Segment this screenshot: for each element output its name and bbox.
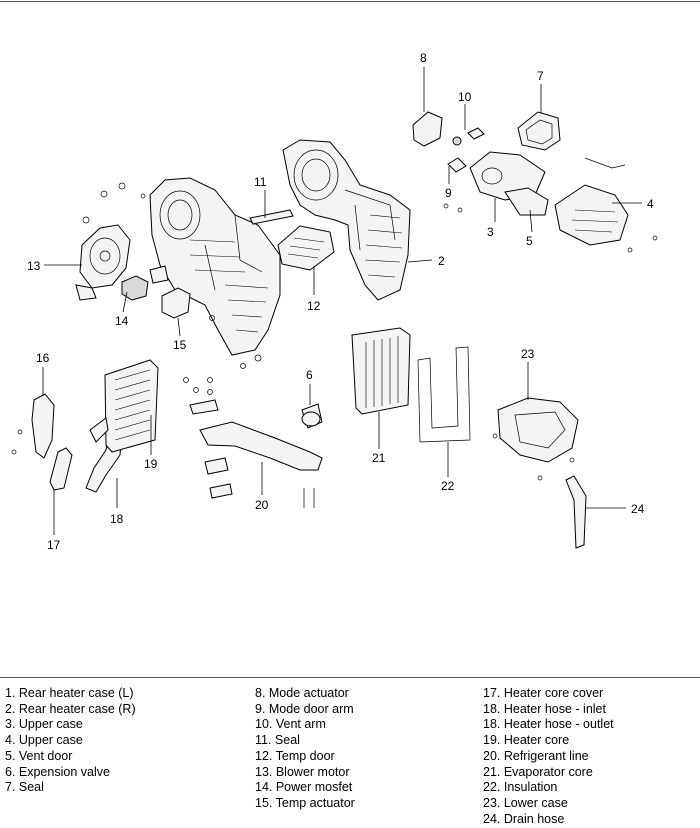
callout-24: 24 [631,502,645,516]
vent-arm [452,127,485,146]
callout-8: 8 [420,51,427,65]
legend-item: 23. Lower case [483,795,568,810]
legend-item: 21. Evaporator core [483,764,593,779]
callout-9: 9 [445,186,452,200]
seal-7 [517,111,561,151]
exploded-diagram: 8 7 10 9 11 12 13 14 15 2 3 5 4 6 16 17 … [11,51,658,552]
legend-item: 24. Drain hose [483,811,565,826]
legend-item: 3. Upper case [5,717,83,732]
evaporator-core [351,327,411,415]
legend-item: 20. Refrigerant line [483,748,589,763]
mode-door-arm [447,157,467,173]
callout-21: 21 [372,451,386,465]
callout-6: 6 [306,368,313,382]
legend-column-3: 17. Heater core cover 18. Heater hose - … [483,686,614,827]
callout-4: 4 [647,197,654,211]
legend-item: 10. Vent arm [255,717,326,732]
rear-heater-case-r [282,139,411,301]
callout-18: 18 [110,512,124,526]
fasteners [11,182,658,481]
legend-item: 12. Temp door [255,748,335,763]
legend-item: 15. Temp actuator [255,795,355,810]
legend-item: 19. Heater core [483,733,570,748]
callout-12: 12 [307,299,321,313]
temp-actuator [161,287,191,319]
callout-20: 20 [255,498,269,512]
legend-item: 8. Mode actuator [255,686,349,700]
legend-item: 6. Expension valve [5,764,110,779]
lower-case [497,397,579,463]
callout-15: 15 [173,338,187,352]
legend-item: 18. Heater hose - inlet [483,701,606,716]
callout-22: 22 [441,479,455,493]
callout-19: 19 [144,457,158,471]
callout-17: 17 [47,538,61,552]
refrigerant-line [189,399,323,508]
heater-core-cover [31,393,55,459]
blower-motor [75,224,131,301]
mode-actuator [412,111,443,147]
insulation [417,346,471,443]
legend-item: 2. Rear heater case (R) [5,701,136,716]
seal-11 [249,209,294,225]
legend-item: 18. Heater hose - outlet [483,717,614,732]
legend-column-1: 1. Rear heater case (L) 2. Rear heater c… [5,686,136,796]
legend-divider [0,677,700,678]
callout-10: 10 [458,90,472,104]
callout-14: 14 [115,314,129,328]
legend-item: 22. Insulation [483,780,558,795]
temp-door [277,225,335,271]
callout-13: 13 [27,259,41,273]
legend-item: 11. Seal [255,733,300,748]
heater-hose-small [49,447,73,491]
legend-item: 5. Vent door [5,748,73,763]
callout-2: 2 [438,254,445,268]
callout-16: 16 [36,351,50,365]
legend-item: 1. Rear heater case (L) [5,686,134,700]
callout-5: 5 [526,234,533,248]
legend-item: 7. Seal [5,780,44,795]
legend-column-2: 8. Mode actuator 9. Mode door arm 10. Ve… [255,686,355,812]
drain-hose [565,475,587,549]
callout-7: 7 [537,69,544,83]
leader-lines [42,67,642,535]
callout-11: 11 [254,175,267,189]
legend-item: 17. Heater core cover [483,686,604,700]
top-divider [0,1,700,2]
expansion-valve [301,403,323,429]
legend-item: 9. Mode door arm [255,701,354,716]
callout-23: 23 [521,347,535,361]
upper-case-4 [554,184,629,246]
legend-item: 4. Upper case [5,733,83,748]
power-mosfet [121,265,169,301]
rear-heater-case-l [149,177,281,356]
legend-item: 13. Blower motor [255,764,350,779]
legend-item: 14. Power mosfet [255,780,353,795]
callout-3: 3 [487,225,494,239]
heater-core [89,359,159,453]
vent-door [504,187,549,216]
